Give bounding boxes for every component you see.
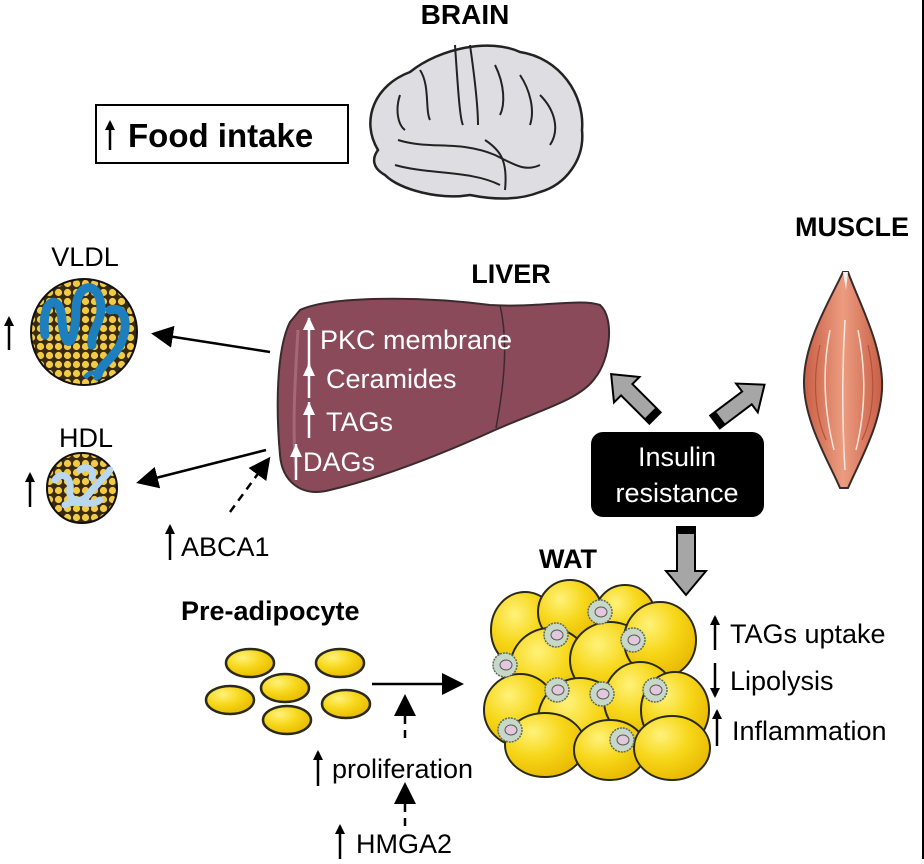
vldl-particle [30,278,138,386]
macrophage [543,622,569,648]
macrophage [642,677,668,703]
liver-to-vldl-arrow [151,325,271,354]
vldl-label: VLDL [51,242,119,272]
wat-adipose-tissue [483,579,711,781]
pre-adipocyte-cell [320,688,372,720]
abca1-dashed-arrow [228,456,271,513]
liver-marker-pkc: PKC membrane [320,325,512,355]
pre-adipocyte-label: Pre-adipocyte [181,596,360,626]
wat-effect-lipolysis: Lipolysis [730,666,834,696]
liver-shape [276,297,611,493]
wat-effect-inflammation: Inflammation [732,716,887,746]
wat-label: WAT [539,544,597,574]
insulin-resistance-line2: resistance [615,478,738,508]
liver-to-hdl-arrow [136,448,267,489]
insulin-resistance-line1: Insulin [638,442,716,472]
abca1-label: ABCA1 [181,532,270,562]
wat-effect-tags-uptake: TAGs uptake [730,619,886,649]
macrophage [620,627,646,653]
food-intake-box: Food intake [95,104,349,164]
right-border [922,0,924,859]
liver-marker-ceramides: Ceramides [326,364,457,394]
macrophage [492,652,518,678]
wat-effects: TAGs uptake Lipolysis Inflammation [710,615,887,746]
muscle-illustration [802,271,884,489]
pre-adipocyte-cells [204,647,372,736]
adipocyte-cell [633,715,711,781]
insulin-to-liver-arrow [610,373,663,426]
liver-marker-dags: DAGs [303,447,375,477]
food-intake-label: Food intake [128,117,313,154]
macrophage [609,727,635,753]
brain-shape [369,44,584,200]
brain-illustration [369,44,584,200]
pre-adipocyte-cell [261,704,313,736]
liver-label: LIVER [471,259,551,289]
pre-adipocyte-cell [314,647,366,679]
pre-adipocyte-cell [224,647,276,679]
proliferation-label: proliferation [332,754,473,784]
hmga2-label: HMGA2 [356,829,452,859]
macrophage [497,717,523,743]
pre-adipocyte-cell [259,672,311,704]
insulin-to-muscle-arrow [708,382,766,430]
liver-marker-tags: TAGs [326,407,393,437]
liver-markers: PKC membrane Ceramides TAGs DAGs [290,317,512,480]
hdl-particle [46,452,118,524]
macrophage [589,681,615,707]
pre-adipocyte-cell [204,684,256,716]
macrophage [587,599,613,625]
insulin-to-wat-arrow [663,526,709,597]
insulin-resistance-box: Insulin resistance [591,432,764,517]
brain-label: BRAIN [421,0,510,30]
hdl-label: HDL [59,423,113,453]
liver-illustration [276,297,611,493]
muscle-label: MUSCLE [795,212,909,242]
macrophage [544,677,570,703]
